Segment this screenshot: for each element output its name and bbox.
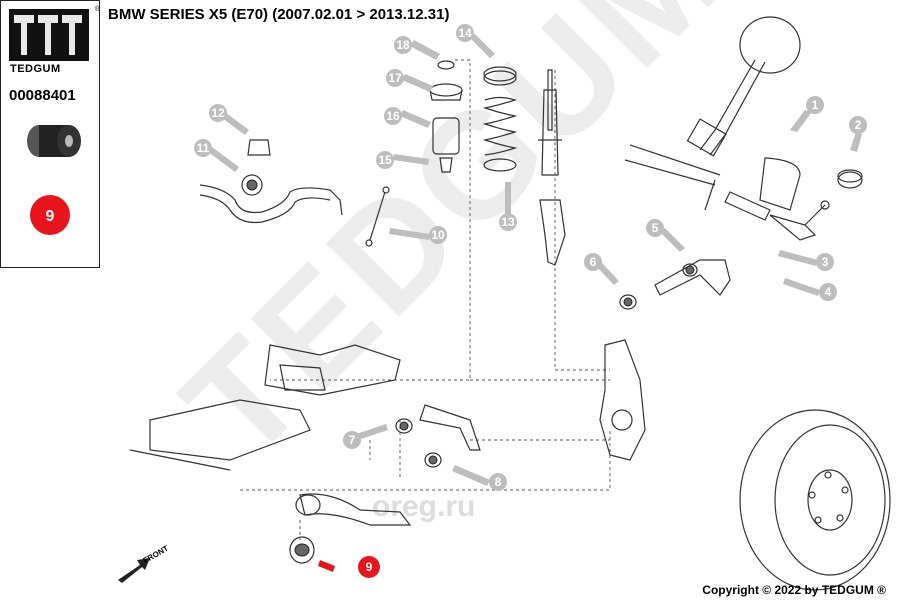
page-title: BMW SERIES X5 (E70) (2007.02.01 > 2013.1… [108,6,450,23]
callout-15 [376,151,429,169]
wheel-tire [739,409,891,591]
steering-rack [724,157,863,241]
callout-label-8: 8 [495,475,502,489]
oreg-watermark: oreg.ru [372,490,476,523]
callout-label-17: 17 [388,71,402,85]
callout-17 [386,69,433,92]
callout-label-5: 5 [652,221,659,235]
callout-16 [384,107,431,128]
callout-13 [499,182,517,231]
part-number: 00088401 [9,87,76,104]
callout-5 [646,219,685,252]
callout-label-1: 1 [812,98,819,112]
callout-8 [452,465,507,491]
callout-label-6: 6 [590,255,597,269]
steering-knuckle [599,339,646,461]
brand-name: TEDGUM [10,63,61,75]
callout-label-13: 13 [501,215,515,229]
registered-mark: ® [95,5,101,13]
callout-label-14: 14 [458,26,472,40]
callout-7 [343,424,388,449]
callout-3 [778,250,834,271]
callout-12 [209,104,249,135]
callout-4 [783,278,837,301]
tedgum-logo: ® 9 [9,5,101,235]
copyright-text: Copyright © 2022 by TEDGUM ® [702,583,886,597]
highlight-badge-number: 9 [46,208,55,225]
callout-10 [389,226,447,244]
stabilizer-bar [199,139,390,247]
product-sidebar: ® 9 TEDGUM 00088401 [0,0,101,268]
callout-label-9: 9 [366,560,373,574]
callout-label-11: 11 [197,141,210,155]
callout-label-15: 15 [378,153,392,167]
callout-label-2: 2 [855,118,862,132]
callout-label-7: 7 [349,433,356,447]
callout-label-16: 16 [386,109,400,123]
subframe [129,344,401,471]
callout-9-highlight: 9 [318,556,380,578]
bushing-thumbnail [27,125,81,157]
callout-18 [394,36,440,60]
callout-label-10: 10 [431,228,445,242]
steering-wheel [624,16,801,211]
strut-assembly [429,60,562,176]
callout-11 [194,139,239,172]
callout-label-12: 12 [211,106,225,120]
callout-label-3: 3 [822,255,829,269]
callout-6 [584,253,619,285]
highlight-badge [30,195,70,235]
upper-control-arm [539,199,731,310]
bushing-fills [246,179,695,557]
callout-label-18: 18 [396,38,410,52]
lower-control-arms [289,404,481,564]
callout-2 [849,116,867,152]
callout-14 [456,24,495,58]
dashed-leaders [240,59,611,540]
callout-1 [790,96,824,132]
callout-markers [194,24,867,491]
front-arrow-icon [118,558,150,583]
callout-label-4: 4 [825,285,832,299]
